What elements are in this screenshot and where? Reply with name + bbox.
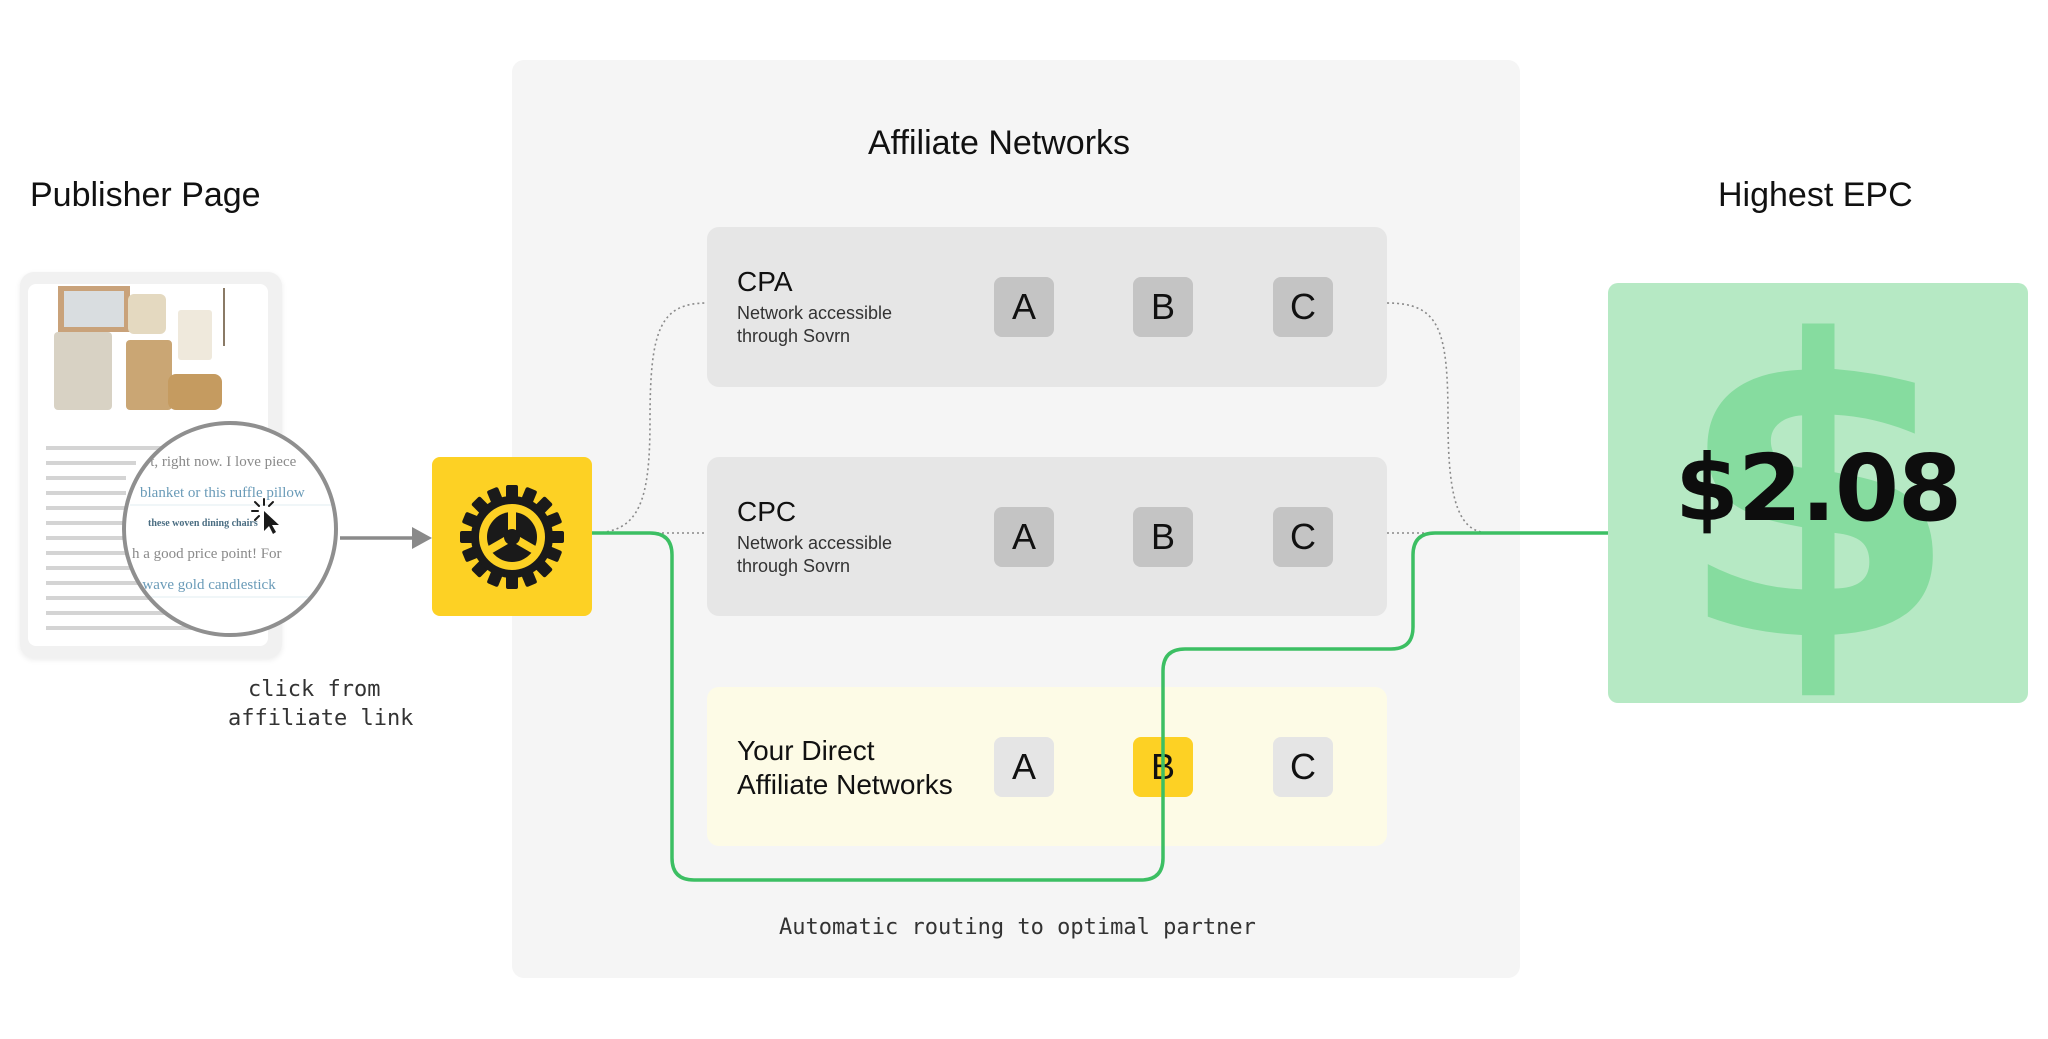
cpc-group-title: CPC [737, 496, 797, 527]
magnifier-lens: n't, right now. I love piece blanket or … [120, 419, 340, 639]
direct-network-a: A [994, 737, 1054, 797]
cpa-group-title: CPA [737, 266, 793, 297]
magnifier-text-line-1: n't, right now. I love piece [140, 454, 297, 470]
cpc-network-b: B [1133, 507, 1193, 567]
direct-group-title-line1: Your Direct [737, 735, 875, 766]
candles-image [178, 310, 212, 360]
gear-icon [460, 485, 564, 589]
epc-value: $2.08 [1674, 434, 1962, 542]
pillow-image [128, 294, 166, 334]
pointer-click-icon [251, 498, 279, 534]
cpc-group-subtitle-line2: through Sovrn [737, 556, 851, 576]
click-caption-line2: affiliate link [228, 706, 414, 731]
highest-epc-heading: Highest EPC [1718, 176, 1913, 214]
epc-result-card: $ $2.08 [1608, 283, 2028, 703]
blanket-image [54, 332, 112, 410]
direct-group-title-line2: Affiliate Networks [737, 769, 953, 800]
publisher-page-heading: Publisher Page [30, 176, 261, 214]
cpa-group-subtitle-line2: through Sovrn [737, 326, 851, 346]
direct-network-c: C [1273, 737, 1333, 797]
chair-image [126, 340, 172, 410]
basket-image [168, 374, 222, 410]
affiliate-networks-heading: Affiliate Networks [868, 124, 1131, 162]
cpc-network-a: A [994, 507, 1054, 567]
magnifier-text-line-5: e wave gold candlestick [132, 577, 276, 593]
optimal-route-line [590, 531, 1610, 882]
magnifier-text-line-2: blanket or this ruffle pillow [140, 485, 305, 501]
click-arrow-head [412, 527, 432, 549]
routing-caption: Automatic routing to optimal partner [779, 915, 1256, 940]
routing-engine-box [432, 457, 592, 616]
dotted-link-gear-to-cpa [591, 302, 708, 534]
publisher-page-thumbnail [46, 286, 225, 630]
magnifier-text-line-4: h a good price point! For [132, 546, 282, 562]
article-text-lines [46, 446, 206, 630]
cpc-group-subtitle-line1: Network accessible [737, 533, 893, 553]
cpa-group-subtitle-line1: Network accessible [737, 303, 893, 323]
dollar-sign-watermark: $ [1675, 283, 1961, 703]
dotted-link-cpa-to-epc [1386, 302, 1491, 534]
cpa-network-b: B [1133, 277, 1193, 337]
cpa-network-c: C [1273, 277, 1333, 337]
cpc-network-c: C [1273, 507, 1333, 567]
click-caption-line1: click from [248, 677, 381, 702]
cpa-network-a: A [994, 277, 1054, 337]
magnifier-text-line-3: these woven dining chairs [148, 518, 258, 529]
